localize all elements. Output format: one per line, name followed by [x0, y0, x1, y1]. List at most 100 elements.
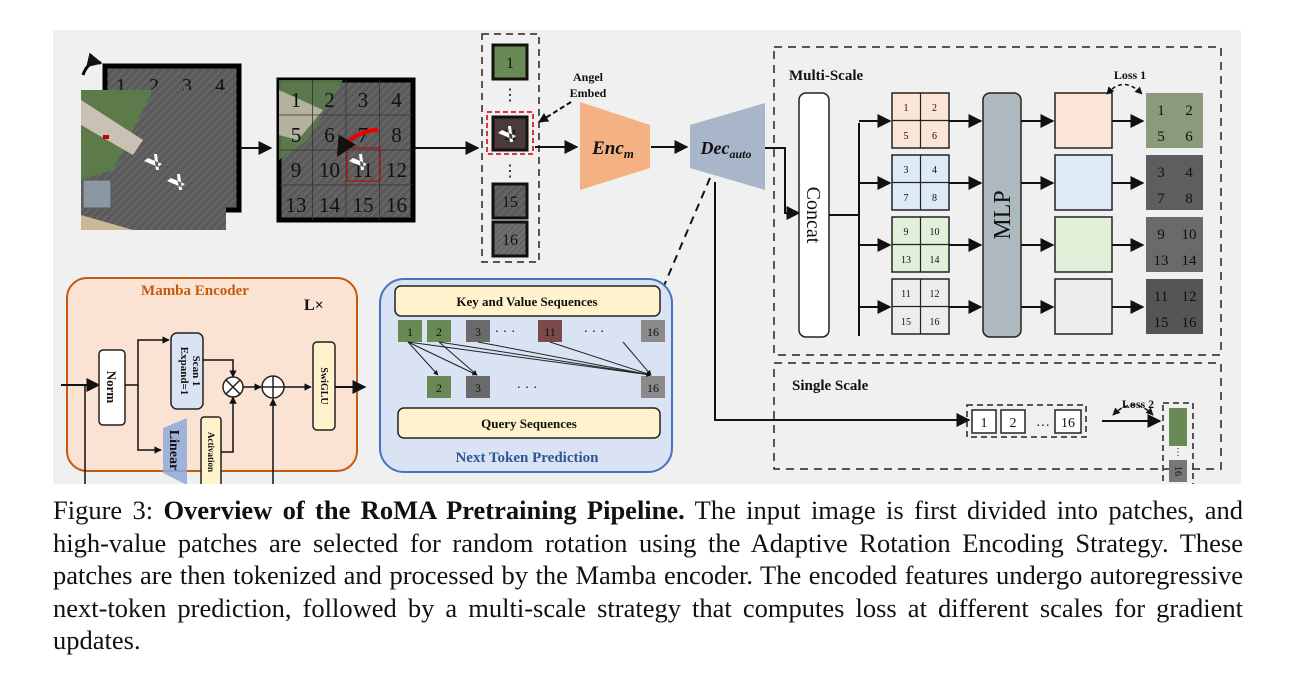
grid-cell-label: 10 — [319, 158, 340, 182]
scale-cell-label: 13 — [901, 255, 911, 266]
patch-grid-image: 12345678910111213141516 — [276, 77, 416, 223]
patch-16: 16 — [491, 220, 529, 258]
angel-embed-arrow — [538, 101, 572, 123]
scale-cell-label: 12 — [930, 289, 940, 300]
loss-1-arrow — [1106, 83, 1143, 95]
grid-cell-label: 9 — [291, 158, 302, 182]
patch-11: 11 — [491, 115, 529, 152]
grid-label: 2 — [149, 75, 159, 97]
target-cell-label: 5 — [1157, 129, 1165, 145]
target-cell-label: 10 — [1182, 227, 1197, 243]
target-cell-label: 15 — [1154, 315, 1169, 331]
svg-text:⋮: ⋮ — [502, 163, 518, 180]
single-scale-panel: Single Scale 1 2 … 16 Loss 2 ⋮ 16 — [773, 362, 1222, 484]
key-token — [641, 320, 665, 342]
arrow-to-next-token — [655, 177, 711, 304]
target-cell-label: 13 — [1154, 253, 1169, 269]
svg-text:Scan 1: Scan 1 — [190, 356, 202, 387]
patch-1: 1 — [491, 43, 529, 81]
attention-arrow — [407, 341, 439, 376]
query-token — [641, 376, 665, 398]
loss-2-arrow — [1112, 404, 1154, 416]
target-cell-label: 12 — [1182, 289, 1197, 305]
norm-block — [98, 349, 126, 426]
grid-cell-label: 6 — [324, 123, 335, 147]
svg-text:Activation: Activation — [206, 432, 216, 472]
caption-body: The input image is first divided into pa… — [53, 495, 1244, 655]
svg-text:16: 16 — [1172, 466, 1183, 476]
svg-text:2: 2 — [436, 325, 442, 339]
target-patch-tile — [1146, 217, 1203, 272]
svg-text:16: 16 — [647, 325, 659, 339]
svg-text:L×: L× — [304, 297, 324, 314]
loss-1-label: Loss 1 — [1114, 68, 1146, 82]
scale-cell-label: 10 — [930, 227, 940, 238]
scale-cell-label: 1 — [904, 103, 909, 114]
scale-cell-label: 9 — [904, 227, 909, 238]
caption-title: Overview of the RoMA Pretraining Pipelin… — [163, 495, 685, 525]
scale-cell-label: 6 — [932, 131, 937, 142]
attention-arrow — [407, 341, 652, 377]
svg-text:3: 3 — [475, 381, 481, 395]
grid-cell-label: 5 — [291, 123, 302, 147]
arrow-to-single-scale — [714, 182, 971, 427]
target-cell-label: 1 — [1157, 103, 1165, 119]
svg-text:Expand=1: Expand=1 — [178, 347, 190, 395]
svg-text:11: 11 — [544, 325, 556, 339]
decoder-block: Decauto — [690, 103, 765, 190]
target-cell-label: 2 — [1185, 103, 1193, 119]
grid-cell-label: 7 — [358, 123, 369, 147]
svg-text:⋮: ⋮ — [502, 87, 518, 104]
svg-text:2: 2 — [436, 381, 442, 395]
grid-label: 3 — [182, 75, 192, 97]
svg-text:Concat: Concat — [802, 187, 824, 244]
ellipsis: · · · — [517, 381, 538, 396]
reconstruction-box — [1054, 92, 1113, 149]
scale-cell-label: 8 — [932, 193, 937, 204]
scan-block — [170, 332, 204, 410]
attention-arrow — [549, 341, 652, 376]
target-cell-label: 11 — [1154, 289, 1168, 305]
scale-cell-label: 14 — [930, 255, 940, 266]
svg-text:Single Scale: Single Scale — [792, 378, 869, 394]
svg-text:1: 1 — [506, 55, 514, 72]
svg-text:16: 16 — [502, 232, 518, 249]
attention-arrow — [407, 341, 478, 376]
scale-cell-label: 4 — [932, 165, 937, 176]
svg-text:11: 11 — [502, 127, 517, 144]
key-value-sequences-box — [394, 285, 661, 317]
key-token — [427, 320, 451, 342]
patch-15: 15 — [491, 182, 529, 220]
target-patch-tile — [1146, 279, 1203, 334]
angel-embed-label: Angel — [573, 70, 604, 84]
token-1: 1 — [971, 409, 997, 434]
svg-text:2: 2 — [1010, 416, 1017, 431]
patch-sequence-column: 1 ⋮ 11 ⋮ 15 16 — [481, 33, 540, 263]
target-cell-label: 7 — [1157, 191, 1165, 207]
loss-2-label: Loss 2 — [1122, 397, 1154, 411]
ellipsis: · · · — [495, 325, 516, 340]
svg-text:Decauto: Decauto — [700, 138, 752, 161]
rotate-arrow-icon — [81, 52, 103, 76]
grid-label: 4 — [215, 75, 225, 97]
grid-cell-label: 13 — [286, 193, 307, 217]
scale-cell-label: 15 — [901, 317, 911, 328]
token-16: 16 — [1054, 409, 1082, 434]
target-cell-label: 4 — [1185, 165, 1193, 181]
attention-arrow — [438, 341, 652, 377]
scale-cell-label: 5 — [904, 131, 909, 142]
svg-text:Mamba Encoder: Mamba Encoder — [141, 283, 249, 299]
target-patch-tile — [1146, 93, 1203, 148]
grid-cell-label: 3 — [358, 88, 369, 112]
svg-text:3: 3 — [475, 325, 481, 339]
attention-arrow — [477, 341, 652, 377]
reconstruction-box — [1054, 278, 1113, 335]
svg-text:16: 16 — [1061, 416, 1075, 431]
mamba-encoder-panel: Mamba Encoder L× Norm Scan 1 Expand=1 Li… — [61, 277, 367, 484]
key-token — [466, 320, 490, 342]
key-token — [538, 320, 562, 342]
